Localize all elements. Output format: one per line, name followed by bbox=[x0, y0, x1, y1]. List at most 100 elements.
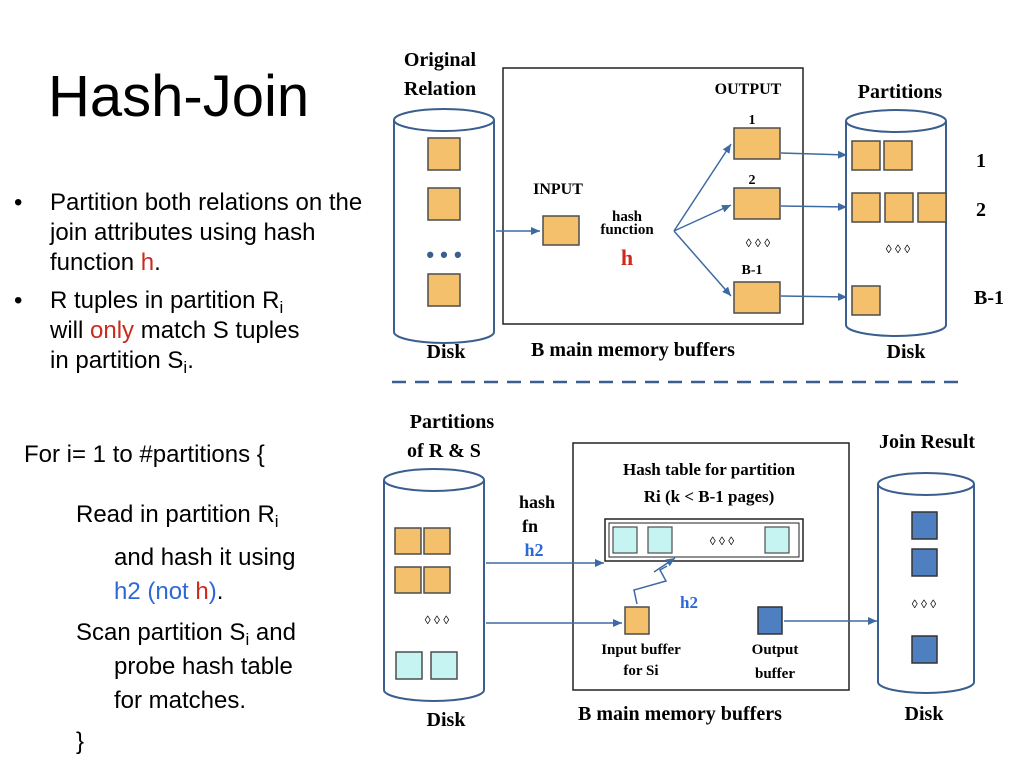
output-buffer-b1 bbox=[733, 281, 781, 314]
hash-table-page bbox=[612, 526, 638, 554]
bullet-2-sub1: i bbox=[279, 298, 284, 317]
s-partition-block bbox=[430, 651, 458, 680]
disk-original-relation bbox=[393, 108, 495, 344]
join-result-label: Join Result bbox=[879, 431, 975, 453]
loop-h2-close: ) bbox=[208, 578, 217, 605]
arrow-buffer-2-to-partition bbox=[780, 202, 848, 211]
result-dots: ◊ ◊ ◊ bbox=[912, 597, 937, 611]
memory-caption-bottom: B main memory buffers bbox=[578, 703, 782, 725]
bullet-2-sub2: i bbox=[183, 358, 188, 377]
memory-caption-top: B main memory buffers bbox=[531, 339, 735, 361]
result-block bbox=[911, 635, 938, 664]
partitions-rs-label-2: of R & S bbox=[407, 440, 481, 462]
arrow-hash-to-buffer-2 bbox=[673, 204, 732, 232]
partitions-label: Partitions bbox=[858, 81, 943, 103]
arrow-hash-to-buffer-b1 bbox=[673, 230, 732, 297]
loop-hash-line: and hash it using bbox=[114, 544, 296, 571]
probe-zigzag-line bbox=[633, 565, 668, 605]
r-partition-block bbox=[394, 566, 422, 594]
slide-title: Hash-Join bbox=[48, 64, 310, 129]
loop-scan-line: Scan partition Si and bbox=[76, 618, 296, 648]
bullet-partition: • Partition both relations on the join a… bbox=[14, 188, 364, 278]
rs-dots: ◊ ◊ ◊ bbox=[425, 613, 450, 627]
loop-probe-line: probe hash table bbox=[114, 653, 293, 680]
disk-label-bottom-left: Disk bbox=[427, 709, 467, 731]
hash-label: hash bbox=[612, 209, 643, 225]
original-label-1: Original bbox=[404, 49, 477, 71]
h2-arrow-label: h2 bbox=[680, 593, 698, 612]
r-partition-block bbox=[423, 566, 451, 594]
h2-label: h2 bbox=[524, 540, 543, 560]
input-label: INPUT bbox=[533, 181, 583, 198]
bullet-2-line2: will bbox=[50, 317, 90, 344]
relation-block bbox=[427, 187, 461, 221]
loop-scan-sub: i bbox=[245, 630, 250, 649]
loop-h2-line: h2 (not h). bbox=[114, 577, 223, 607]
memory-buffers-box bbox=[502, 67, 804, 325]
bullet-2-line2-end: match S tuples bbox=[134, 317, 300, 344]
original-label-2: Relation bbox=[404, 78, 476, 100]
bullet-2-line3: in partition S bbox=[50, 347, 184, 374]
loop-h2-text: h2 (not bbox=[114, 578, 196, 605]
buffer-number-2: 2 bbox=[749, 173, 756, 188]
hash-fn-label-1: hash bbox=[519, 492, 555, 512]
memory-buffers-box-bottom bbox=[572, 442, 850, 691]
loop-read-text: Read in partition R bbox=[76, 501, 275, 528]
bullet-1-text: Partition both relations on the join att… bbox=[50, 189, 363, 276]
hash-table-dots: ◊ ◊ ◊ bbox=[710, 534, 735, 548]
loop-matches-line: for matches. bbox=[114, 687, 247, 714]
disk-label-top-right: Disk bbox=[887, 341, 927, 363]
relation-dots: • • • bbox=[426, 242, 461, 267]
hash-table-page bbox=[764, 526, 790, 554]
partition-block bbox=[851, 192, 881, 223]
bullet-dot-icon: • bbox=[14, 287, 23, 314]
s-partition-block bbox=[395, 651, 423, 680]
buffer-dots: ◊ ◊ ◊ bbox=[746, 236, 771, 250]
partition-block bbox=[851, 285, 881, 316]
arrow-buffer-1-to-partition bbox=[780, 150, 848, 159]
input-buffer-label-2: for Si bbox=[623, 663, 658, 679]
input-buffer-si bbox=[624, 606, 650, 635]
result-block bbox=[911, 511, 938, 540]
bullet-dot-icon: • bbox=[14, 189, 23, 216]
arrow-hash-to-buffer-1 bbox=[673, 143, 732, 232]
result-block bbox=[911, 548, 938, 577]
r-partition-block bbox=[423, 527, 451, 555]
buffer-number-1: 1 bbox=[749, 113, 756, 128]
output-buffer-1 bbox=[733, 127, 781, 160]
probe-arrow bbox=[653, 557, 676, 573]
output-buffer-label-1: Output bbox=[752, 642, 799, 658]
bullet-r-tuples: • R tuples in partition Ri will only mat… bbox=[14, 286, 364, 376]
arrow-buffer-b1-to-partition bbox=[780, 292, 848, 301]
hash-table-title-1: Hash table for partition bbox=[623, 460, 796, 479]
partition-number-1: 1 bbox=[976, 150, 986, 172]
partition-number-2: 2 bbox=[976, 199, 986, 221]
partition-block bbox=[883, 140, 913, 171]
disk-partitions bbox=[845, 109, 947, 337]
output-buffer-2 bbox=[733, 187, 781, 220]
loop-header: For i= 1 to #partitions { bbox=[24, 441, 265, 468]
hash-table-page bbox=[647, 526, 673, 554]
disk-join-result bbox=[877, 472, 975, 694]
bullet-2-only: only bbox=[90, 317, 135, 344]
hash-fn-label-2: fn bbox=[522, 516, 538, 536]
bullet-1-highlight: h bbox=[140, 249, 155, 276]
loop-scan-text: Scan partition S bbox=[76, 619, 246, 646]
bullet-list: • Partition both relations on the join a… bbox=[14, 188, 364, 384]
output-buffer-block bbox=[757, 606, 783, 635]
function-label: function bbox=[600, 222, 654, 238]
loop-read-line: Read in partition Ri bbox=[76, 500, 279, 530]
buffer-number-b1: B-1 bbox=[742, 263, 763, 278]
disk-label-top-left: Disk bbox=[427, 341, 467, 363]
partition-block bbox=[884, 192, 914, 223]
relation-block bbox=[427, 137, 461, 171]
partition-block bbox=[851, 140, 881, 171]
loop-h2-period: . bbox=[216, 578, 224, 605]
partition-dots: ◊ ◊ ◊ bbox=[886, 242, 911, 256]
disk-label-bottom-right: Disk bbox=[905, 703, 945, 725]
output-buffer-label-2: buffer bbox=[755, 666, 795, 682]
hash-table bbox=[604, 518, 804, 562]
loop-close-brace: } bbox=[76, 728, 85, 755]
bullet-2-period: . bbox=[187, 347, 194, 374]
